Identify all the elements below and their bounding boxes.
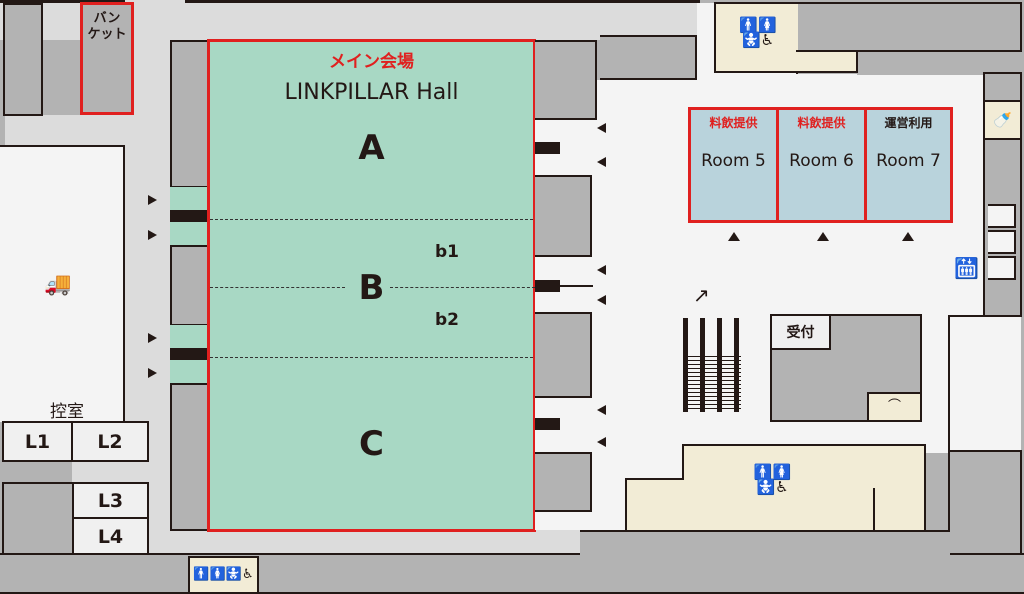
entrance-arrow-icon <box>597 405 606 415</box>
elevator-icon[interactable]: 🛗 <box>954 256 979 280</box>
entrance-arrow-icon <box>728 232 740 241</box>
room-l2[interactable]: L2 <box>71 421 149 462</box>
section-b2[interactable]: b2 <box>435 310 459 330</box>
room-7-name: Room 7 <box>876 151 941 171</box>
room-6-name: Room 6 <box>789 151 854 171</box>
room-6[interactable]: 料飲提供 Room 6 <box>776 107 867 223</box>
main-hall[interactable]: メイン会場 LINKPILLAR Hall A b1 B b2 C <box>207 39 536 532</box>
shoe-area: ⌒ <box>867 392 922 422</box>
entrance-arrow-icon <box>597 265 606 275</box>
entrance-arrow-icon <box>597 437 606 447</box>
entrance-arrow-icon <box>597 123 606 133</box>
entrance-arrow-icon <box>597 157 606 167</box>
entrance-arrow-icon <box>902 232 914 241</box>
section-b[interactable]: B <box>358 268 385 308</box>
entrance-arrow-icon <box>148 368 157 378</box>
room-6-tag: 料飲提供 <box>797 116 846 130</box>
baby-bottle-icon: 🍼 <box>993 110 1012 129</box>
entrance-arrow-icon <box>597 295 606 305</box>
room-5[interactable]: 料飲提供 Room 5 <box>688 107 779 223</box>
shoe-icon: ⌒ <box>887 399 901 414</box>
escalator-icon: ↗ <box>693 283 710 307</box>
hall-title: LINKPILLAR Hall <box>284 80 459 105</box>
stairs[interactable] <box>683 318 741 412</box>
room-5-tag: 料飲提供 <box>709 116 758 130</box>
room-7[interactable]: 運営利用 Room 7 <box>864 107 953 223</box>
waiting-room-label: 控室 <box>50 402 84 422</box>
banquet-label-1: バン <box>93 11 121 26</box>
entrance-arrow-icon <box>817 232 829 241</box>
reception[interactable]: 受付 <box>770 314 831 350</box>
room-l3[interactable]: L3 <box>72 482 149 519</box>
section-c[interactable]: C <box>359 424 384 464</box>
hall-title-jp: メイン会場 <box>329 52 414 72</box>
room-7-tag: 運営利用 <box>884 116 933 130</box>
truck-icon: 🚚 <box>44 272 72 297</box>
section-a[interactable]: A <box>358 128 385 168</box>
entrance-arrow-icon <box>148 195 157 205</box>
restroom-top[interactable] <box>714 2 798 73</box>
banquet-label-2: ケット <box>87 27 127 42</box>
entrance-arrow-icon <box>148 333 157 343</box>
room-5-name: Room 5 <box>701 151 766 171</box>
room-l4[interactable]: L4 <box>72 517 149 556</box>
restroom-icons: 🚹🚺🚼♿ <box>739 16 777 49</box>
restroom-small[interactable]: 🚹🚺🚼♿ <box>188 556 259 594</box>
section-b1[interactable]: b1 <box>435 242 459 262</box>
room-l1[interactable]: L1 <box>2 421 73 462</box>
loading-area <box>0 145 125 422</box>
banquet-room[interactable]: バン ケット <box>80 2 134 115</box>
restroom-icons: 🚹🚺🚼♿ <box>193 567 254 582</box>
restroom-icons: 🚹🚺🚼♿ <box>753 463 792 496</box>
entrance-arrow-icon <box>148 230 157 240</box>
reception-label: 受付 <box>786 325 815 341</box>
